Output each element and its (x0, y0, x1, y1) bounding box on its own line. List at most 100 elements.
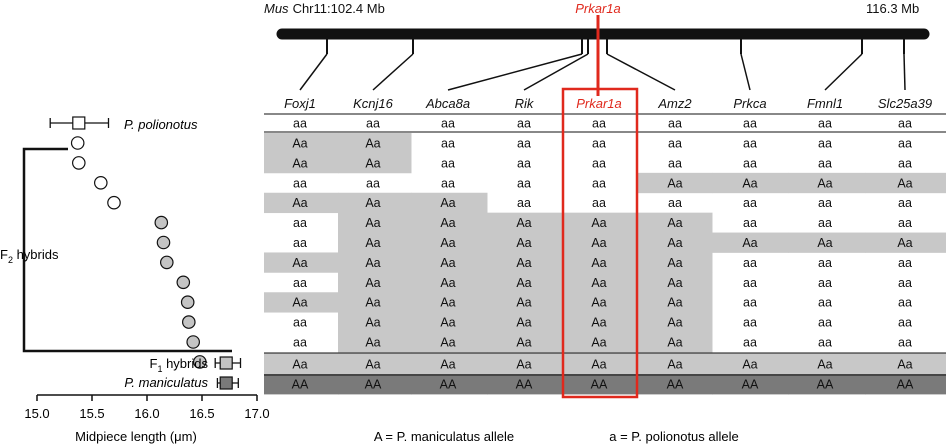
genotype-cell: AA (897, 378, 914, 392)
x-tick-label: 15.0 (24, 406, 49, 421)
genotype-cell: aa (743, 137, 757, 151)
genotype-cell: aa (818, 316, 832, 330)
genotype-cell: Aa (365, 196, 380, 210)
parent-mean-marker (219, 356, 233, 370)
genotype-cell: aa (517, 156, 531, 170)
genotype-cell: aa (293, 236, 307, 250)
genotype-shade (264, 374, 339, 395)
genotype-cell: aa (743, 216, 757, 230)
genotype-cell: aa (668, 196, 682, 210)
genotype-cell: AA (365, 378, 382, 392)
genotype-shade (487, 272, 563, 293)
genotype-shade (712, 374, 789, 395)
x-tick-label: 17.0 (244, 406, 269, 421)
f2-point (156, 235, 171, 250)
genotype-cell: aa (293, 117, 307, 131)
genotype-cell: Aa (440, 358, 455, 372)
genotype-cell: AA (591, 378, 608, 392)
genotype-shade (338, 332, 412, 353)
genotype-cell: aa (898, 276, 912, 290)
genotype-cell: Aa (440, 276, 455, 290)
genotype-cell: Aa (292, 196, 307, 210)
genotype-shade (264, 152, 339, 174)
gene-label-fmnl1: Fmnl1 (807, 96, 843, 111)
x-tick-label: 16.0 (134, 406, 159, 421)
genotype-shade (788, 232, 866, 253)
genotype-shade (637, 272, 713, 293)
genotype-cell: Aa (742, 176, 757, 190)
legend-allele-a: a = P. polionotus allele (609, 429, 739, 444)
genotype-cell: aa (818, 137, 832, 151)
genotype-cell: Aa (292, 256, 307, 270)
genotype-cell: aa (592, 137, 606, 151)
genotype-cell: aa (441, 117, 455, 131)
genotype-cell: Aa (365, 316, 380, 330)
genotype-shade (264, 292, 339, 313)
genotype-cell: Aa (440, 216, 455, 230)
genotype-shade (411, 232, 488, 253)
genotype-cell: Aa (292, 358, 307, 372)
parent-markers (49, 116, 242, 390)
genotype-shade (562, 212, 638, 233)
f2-points (70, 136, 207, 369)
f2-point (176, 275, 191, 290)
connector-line-abca8a (447, 53, 583, 91)
genotype-cell: aa (293, 276, 307, 290)
connector-line-slc25a39 (903, 53, 906, 91)
genotype-shade (562, 272, 638, 293)
genotype-cell: Aa (667, 296, 682, 310)
genotype-shade (411, 192, 488, 214)
x-tick-label: 16.5 (189, 406, 214, 421)
genotype-cell: aa (517, 196, 531, 210)
legend-allele-A: A = P. maniculatus allele (374, 429, 514, 444)
genotype-shade (637, 332, 713, 353)
connector-line-amz2 (606, 53, 676, 91)
genotype-cell: Aa (591, 276, 606, 290)
genotype-cell: aa (818, 216, 832, 230)
genotype-cell: aa (743, 156, 757, 170)
genotype-shade (264, 192, 339, 214)
genotype-cell: aa (898, 216, 912, 230)
genotype-cell: Aa (516, 216, 531, 230)
genotype-cell: Aa (365, 256, 380, 270)
genotype-cell: Aa (516, 236, 531, 250)
genotype-cell: Aa (365, 236, 380, 250)
genotype-shade (411, 312, 488, 333)
genotype-cell: Aa (667, 256, 682, 270)
genotype-cell: aa (743, 276, 757, 290)
genotype-cell: Aa (365, 296, 380, 310)
genotype-cell: AA (667, 378, 684, 392)
genotype-cell: Aa (667, 276, 682, 290)
genotype-cell: Aa (591, 336, 606, 350)
genotype-cell: aa (293, 216, 307, 230)
genotype-cell: aa (898, 117, 912, 131)
genotype-shade (788, 172, 866, 194)
genotype-shade (562, 312, 638, 333)
genotype-shade (637, 232, 713, 253)
genotype-shade (487, 353, 563, 376)
genotype-cell: Aa (365, 276, 380, 290)
genotype-cell: Aa (440, 336, 455, 350)
genotype-cell: aa (668, 137, 682, 151)
genotype-cell: aa (441, 156, 455, 170)
genotype-shade (338, 272, 412, 293)
f2-point (70, 136, 85, 150)
genotype-shade (338, 133, 412, 154)
genotype-shade (338, 152, 412, 174)
genotype-shade (338, 374, 412, 395)
genotype-cell: Aa (667, 236, 682, 250)
genotype-cell: aa (517, 137, 531, 151)
genotype-cell: Aa (440, 296, 455, 310)
genotype-cell: aa (743, 296, 757, 310)
genotype-shade (788, 374, 866, 395)
genotype-cell: AA (440, 378, 457, 392)
genotype-shade (637, 374, 713, 395)
genotype-cell: Aa (440, 316, 455, 330)
genotype-shade (487, 212, 563, 233)
highlight-gene-top-label: Prkar1a (575, 1, 621, 16)
genotype-shade (411, 272, 488, 293)
